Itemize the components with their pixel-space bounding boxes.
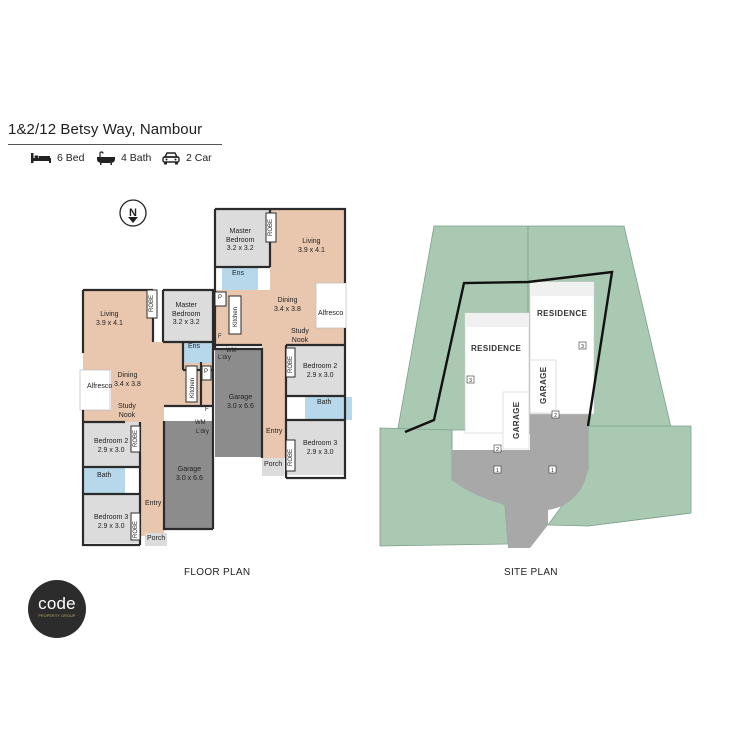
right-kitchen-bench xyxy=(228,295,242,335)
site-plan-caption: SITE PLAN xyxy=(504,567,558,578)
left-alfresco-label: Alfresco xyxy=(87,383,113,390)
right-pantry xyxy=(214,291,227,307)
left-ensuite-label: Ens xyxy=(188,343,201,350)
north-compass-icon: N xyxy=(119,199,147,227)
listing-address: 1&2/12 Betsy Way, Nambour xyxy=(8,121,203,138)
site-boundary xyxy=(404,270,614,434)
right-robe-bed2 xyxy=(285,347,296,378)
left-kitchen-bench xyxy=(185,365,198,403)
left-porch-label: Porch xyxy=(147,535,166,542)
left-master-floor xyxy=(163,290,213,342)
right-wm-label: WM xyxy=(226,348,237,354)
left-laundry-label: L'dry xyxy=(196,429,209,435)
left-wm-label: WM xyxy=(195,420,206,426)
left-entry-label: Entry xyxy=(145,500,162,507)
left-bath-label: Bath xyxy=(97,472,112,479)
left-porch-floor xyxy=(145,533,167,546)
car-count: 2 Car xyxy=(186,152,212,164)
right-entry-label: Entry xyxy=(266,428,283,435)
site-marker-3-left xyxy=(466,375,475,384)
site-marker-3-right xyxy=(578,341,587,350)
right-bed2-floor xyxy=(286,345,345,396)
site-garage-left-label: GARAGE xyxy=(512,401,521,439)
left-robe-bed3 xyxy=(130,512,141,541)
bed-icon xyxy=(31,153,51,163)
site-garage-left xyxy=(502,391,530,450)
site-marker-2-right xyxy=(551,410,560,419)
site-marker-2-right-label: 2 xyxy=(554,413,557,419)
right-fridge-label: F xyxy=(218,334,222,340)
brand-logo-tagline: PROPERTY GROUP xyxy=(38,614,76,618)
right-master-floor xyxy=(215,209,270,267)
right-ensuite-label: Ens xyxy=(232,270,245,277)
compass-label: N xyxy=(129,207,137,219)
site-garage-right xyxy=(529,359,557,414)
right-garage-floor xyxy=(215,349,262,457)
site-residence-right-label: RESIDENCE xyxy=(537,309,588,318)
site-marker-1-left-label: 1 xyxy=(496,468,499,474)
bath-count: 4 Bath xyxy=(121,152,152,164)
site-marker-1-right xyxy=(548,465,557,474)
bed-count: 6 Bed xyxy=(57,152,85,164)
right-pantry-label: P xyxy=(218,295,223,301)
site-driveway xyxy=(452,412,588,548)
site-marker-3-left-label: 3 xyxy=(469,378,472,384)
left-pantry-label: P xyxy=(204,369,209,375)
bed-feature: 6 Bed xyxy=(30,150,84,166)
right-ensuite xyxy=(222,266,258,290)
bath-feature: 4 Bath xyxy=(96,150,151,166)
site-marker-3-right-label: 3 xyxy=(581,344,584,350)
brand-logo xyxy=(28,580,86,638)
right-porch-floor xyxy=(262,458,284,476)
right-bath-label: Bath xyxy=(317,399,332,406)
left-garage-floor xyxy=(164,421,213,529)
brand-logo-text: code xyxy=(38,594,76,613)
right-bed3-floor xyxy=(286,420,345,475)
site-garage-right-label: GARAGE xyxy=(539,366,548,404)
car-feature: 2 Car xyxy=(161,150,212,166)
site-marker-1-right-label: 1 xyxy=(551,468,554,474)
bath-icon xyxy=(97,151,115,165)
site-marker-1-left xyxy=(493,465,502,474)
site-residence-left-label: RESIDENCE xyxy=(471,344,522,353)
right-alfresco-label: Alfresco xyxy=(318,310,344,317)
left-ensuite xyxy=(184,342,213,363)
left-robe-master xyxy=(146,289,158,319)
left-alfresco xyxy=(79,369,111,411)
car-icon xyxy=(162,152,180,165)
left-fridge-label: F xyxy=(205,407,209,413)
floor-plan-caption: FLOOR PLAN xyxy=(184,567,251,578)
right-robe-bed3 xyxy=(285,439,296,472)
title-divider xyxy=(8,144,222,145)
left-pantry xyxy=(201,365,212,381)
right-bath xyxy=(305,397,352,420)
right-porch-label: Porch xyxy=(264,461,283,468)
left-bath xyxy=(83,467,125,494)
right-alfresco xyxy=(315,282,347,329)
right-laundry-label: L'dry xyxy=(218,355,231,361)
left-robe-bed2 xyxy=(130,425,141,453)
right-robe-master xyxy=(265,212,277,243)
site-marker-2-left-label: 2 xyxy=(496,447,499,453)
site-marker-2-left xyxy=(493,444,502,453)
